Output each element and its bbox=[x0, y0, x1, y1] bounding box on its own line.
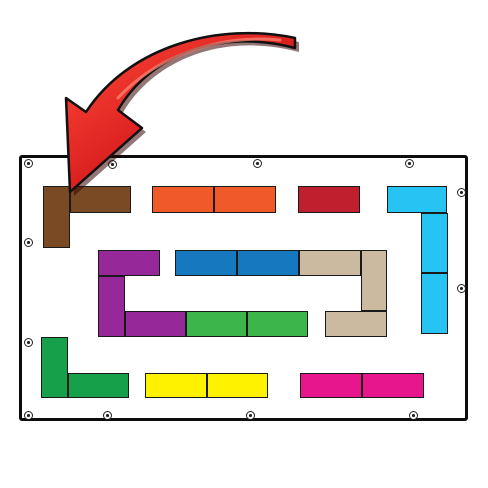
screw-icon bbox=[408, 410, 418, 420]
green-middle-block-segment[interactable] bbox=[247, 311, 308, 337]
tan-block-segment[interactable] bbox=[361, 250, 387, 311]
orange-block-segment[interactable] bbox=[152, 186, 214, 213]
magenta-block-segment[interactable] bbox=[362, 373, 424, 398]
magenta-block-segment[interactable] bbox=[300, 373, 362, 398]
screw-icon bbox=[404, 158, 414, 168]
screw-icon bbox=[456, 283, 466, 293]
yellow-block-segment[interactable] bbox=[207, 373, 268, 398]
screw-icon bbox=[23, 237, 33, 247]
blue-block-segment[interactable] bbox=[175, 250, 237, 276]
screw-icon bbox=[23, 410, 33, 420]
screw-icon bbox=[252, 158, 262, 168]
yellow-block-segment[interactable] bbox=[145, 373, 207, 398]
screw-icon bbox=[245, 410, 255, 420]
cyan-block-segment[interactable] bbox=[387, 186, 447, 213]
green-left-block-segment[interactable] bbox=[68, 373, 129, 398]
screw-icon bbox=[102, 410, 112, 420]
tan-block-segment[interactable] bbox=[299, 250, 361, 276]
tan-block-segment[interactable] bbox=[325, 311, 387, 337]
red-block-segment[interactable] bbox=[298, 186, 360, 213]
screw-icon bbox=[23, 158, 33, 168]
purple-block-segment[interactable] bbox=[98, 276, 125, 337]
brown-block-segment[interactable] bbox=[43, 186, 70, 248]
cyan-block-segment[interactable] bbox=[421, 213, 448, 273]
screw-icon bbox=[23, 337, 33, 347]
purple-block-segment[interactable] bbox=[98, 250, 160, 276]
orange-block-segment[interactable] bbox=[214, 186, 276, 213]
screw-icon bbox=[456, 187, 466, 197]
purple-block-segment[interactable] bbox=[125, 311, 186, 337]
cyan-block-segment[interactable] bbox=[421, 273, 448, 334]
blue-block-segment[interactable] bbox=[237, 250, 299, 276]
green-left-block-segment[interactable] bbox=[41, 337, 68, 398]
green-middle-block-segment[interactable] bbox=[186, 311, 247, 337]
